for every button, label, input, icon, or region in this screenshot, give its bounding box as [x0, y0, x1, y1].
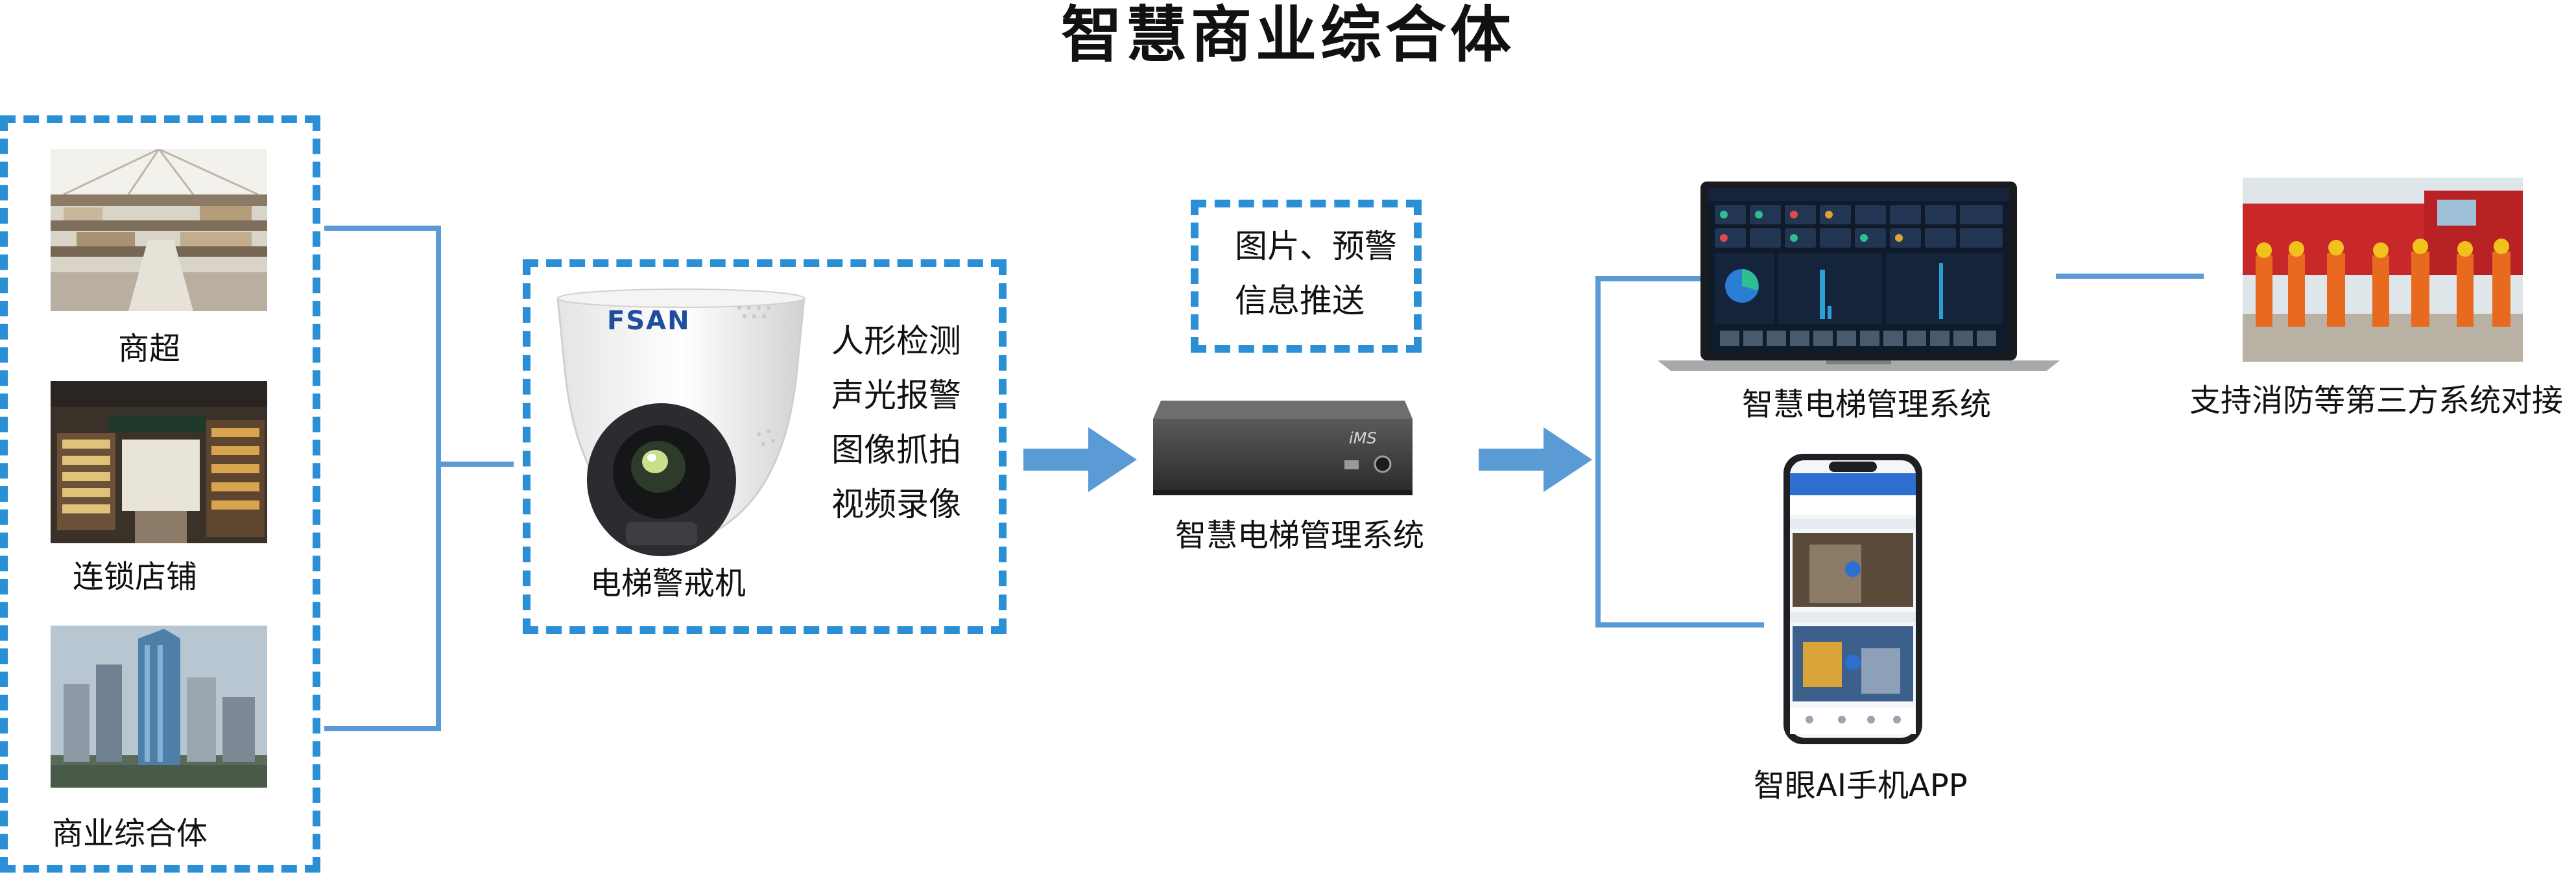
phone-image [1783, 454, 1922, 744]
camera-feature-3: 图像抓拍 [831, 431, 961, 469]
phone-label: 智眼AI手机APP [1754, 768, 1968, 804]
server-device-image [1153, 401, 1413, 495]
supermarket-photo [51, 149, 267, 311]
push-note-box [1191, 200, 1422, 353]
scenes-box [0, 115, 320, 873]
camera-feature-2: 声光报警 [831, 377, 961, 414]
laptop-label: 智慧电梯管理系统 [1742, 386, 1992, 423]
camera-feature-1: 人形检测 [831, 322, 961, 360]
fire-rescue-photo [2243, 178, 2523, 362]
connector-mid-horizontal [436, 462, 514, 467]
connector-to-laptop [1595, 276, 1704, 281]
fire-label: 支持消防等第三方系统对接 [2189, 382, 2564, 419]
server-brand-logo: iMS [1349, 429, 1377, 447]
chain-store-label: 连锁店铺 [73, 559, 198, 595]
flow-arrow-icon [1023, 424, 1140, 498]
connector-top-horizontal [324, 226, 441, 231]
push-note-line2: 信息推送 [1235, 282, 1365, 320]
connector-to-phone [1595, 622, 1764, 628]
camera-feature-4: 视频录像 [831, 486, 961, 523]
supermarket-label: 商超 [118, 331, 181, 367]
connector-bottom-horizontal [324, 726, 441, 731]
flow-arrow-2-icon [1479, 424, 1595, 498]
camera-label: 电梯警戒机 [590, 565, 746, 602]
connector-right-vertical [1595, 276, 1601, 628]
dome-camera-image [551, 285, 811, 558]
server-label: 智慧电梯管理系统 [1175, 517, 1425, 554]
chain-store-photo [51, 381, 267, 543]
page-title: 智慧商业综合体 [1060, 0, 1515, 71]
complex-photo [51, 626, 267, 788]
complex-label: 商业综合体 [52, 816, 208, 852]
connector-vertical [436, 226, 441, 731]
connector-to-third-party [2056, 274, 2204, 279]
push-note-line1: 图片、预警 [1235, 228, 1397, 265]
camera-brand-logo: FSAN [607, 306, 691, 336]
camera-box [523, 259, 1007, 634]
laptop-image [1658, 179, 2060, 373]
